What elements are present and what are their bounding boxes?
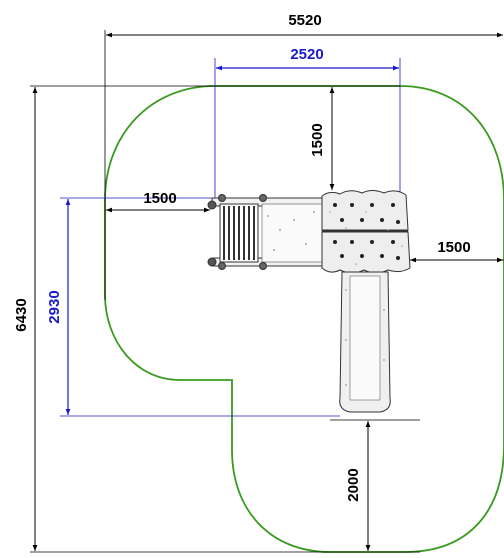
dimension-lines-black xyxy=(32,32,503,551)
platform xyxy=(321,190,411,274)
ladder-rungs xyxy=(223,206,255,260)
overall-width-label: 5520 xyxy=(288,12,321,29)
top-clearance-label: 1500 xyxy=(309,123,326,156)
platform-span-label: 2520 xyxy=(290,46,323,63)
left-clearance-label: 1500 xyxy=(143,190,176,207)
right-clearance-label: 1500 xyxy=(437,239,470,256)
extension-lines-blue xyxy=(60,58,401,417)
slide xyxy=(339,271,391,413)
bottom-clearance-label: 2000 xyxy=(345,468,362,501)
dimension-lines-blue xyxy=(65,65,399,415)
overall-height-label: 6430 xyxy=(13,298,30,331)
equipment-length-label: 2930 xyxy=(46,290,63,323)
ladder-bridge xyxy=(207,194,325,270)
safety-zone-outline xyxy=(104,85,504,553)
extension-lines xyxy=(30,30,504,553)
